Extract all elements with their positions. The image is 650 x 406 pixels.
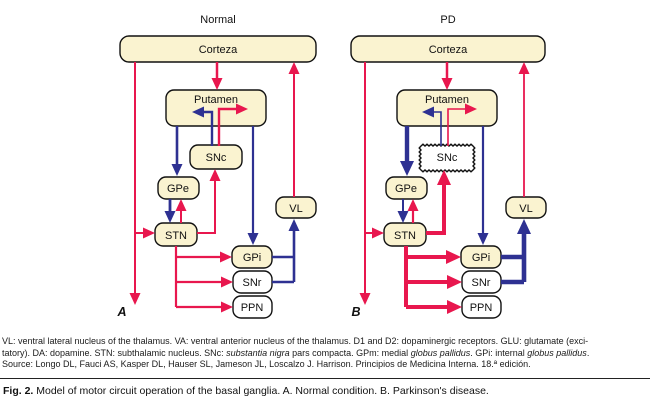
stn-label: STN: [165, 230, 187, 242]
arrow-stn-to-snc-pd-increased: [426, 170, 451, 235]
vl-node: [275, 196, 317, 219]
gpe-label: GPe: [167, 183, 189, 195]
ppn-label-pd: PPN: [470, 302, 493, 314]
ppn-node-pd: [461, 295, 502, 319]
snc-node-pd-degenerated: [418, 143, 476, 173]
arrow-snc-to-putamen-d2: [192, 106, 214, 146]
arrow-snc-to-putamen-d1-pd-reduced: [447, 103, 477, 146]
panel-letter-b: B: [351, 305, 360, 319]
snc-label-pd: SNc: [437, 152, 458, 164]
arrow-snc-to-putamen-d1: [217, 103, 248, 146]
snr-label: SNr: [243, 277, 262, 289]
panel-normal: Normal Corteza Putamen SNc GPe VL STN GP…: [116, 14, 317, 319]
legend-line-2: tatory). DA: dopamine. STN: subthalamic …: [2, 347, 590, 358]
vl-label-pd: VL: [519, 203, 532, 215]
ppn-label: PPN: [241, 302, 264, 314]
gpi-label: GPi: [243, 252, 261, 264]
panel-letter-a: A: [116, 305, 126, 319]
panel-pd: PD Corteza Putamen SNc GPe VL STN GPi SN…: [350, 14, 547, 319]
abbreviation-legend: VL: ventral lateral nucleus of the thala…: [2, 336, 650, 371]
snc-label: SNc: [206, 152, 227, 164]
divider-rule: [0, 378, 650, 379]
gpe-label-pd: GPe: [395, 183, 417, 195]
basal-ganglia-diagram: Normal Corteza Putamen SNc GPe VL STN GP…: [116, 14, 547, 319]
vl-label: VL: [289, 203, 302, 215]
arrow-stn-to-snc: [197, 169, 221, 234]
panel-title-pd: PD: [440, 14, 455, 26]
figure-caption: Fig. 2. Model of motor circuit operation…: [3, 385, 489, 397]
stn-label-pd: STN: [394, 230, 416, 242]
snr-label-pd: SNr: [472, 277, 491, 289]
cortex-label: Corteza: [199, 44, 238, 56]
cortex-label-pd: Corteza: [429, 44, 468, 56]
panel-title-normal: Normal: [200, 14, 235, 26]
gpe-node-pd: [385, 176, 428, 200]
putamen-label-pd: Putamen: [425, 94, 469, 106]
vl-node-pd: [505, 196, 547, 219]
legend-line-3: Source: Longo DL, Fauci AS, Kasper DL, H…: [2, 359, 531, 370]
putamen-label: Putamen: [194, 94, 238, 106]
ppn-node: [232, 295, 273, 319]
putamen-node: [165, 89, 267, 127]
arrow-snc-to-putamen-d2-pd-reduced: [422, 106, 442, 146]
legend-line-1: VL: ventral lateral nucleus of the thala…: [2, 336, 589, 346]
gpi-label-pd: GPi: [472, 252, 490, 264]
